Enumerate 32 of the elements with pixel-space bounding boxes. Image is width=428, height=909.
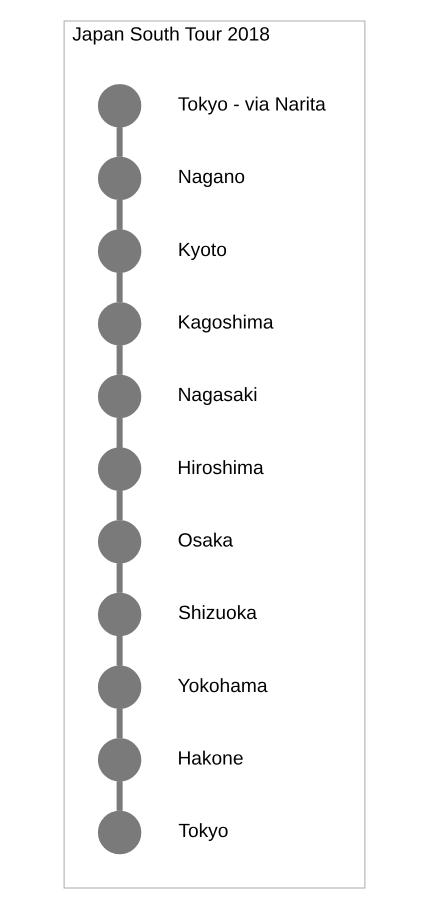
node-circle <box>97 738 141 782</box>
node-label: Tokyo <box>178 821 228 842</box>
node-circle <box>97 229 141 273</box>
node-circle <box>97 810 141 854</box>
node-circle <box>97 302 141 346</box>
node-label: Shizuoka <box>178 603 256 624</box>
node-label: Hiroshima <box>176 458 264 479</box>
connector <box>116 781 122 811</box>
node-label: Kagoshima <box>177 312 274 334</box>
node-circle <box>97 592 141 636</box>
connector <box>116 345 122 375</box>
node-label: Kyoto <box>177 240 226 261</box>
node-circle <box>97 156 141 200</box>
node-label: Nagasaki <box>177 385 257 406</box>
node-circle <box>97 84 141 128</box>
node-circle <box>97 447 141 491</box>
node-label: Nagano <box>177 167 245 188</box>
connector <box>116 708 122 738</box>
node-circle <box>97 520 141 564</box>
node-label: Yokohama <box>177 676 267 697</box>
connector <box>116 200 122 230</box>
connector <box>116 418 122 448</box>
connector <box>116 563 122 593</box>
connector <box>116 127 122 157</box>
connector <box>116 272 122 302</box>
node-label: Hakone <box>176 748 243 770</box>
node-circle <box>97 374 141 418</box>
node-label: Osaka <box>177 530 233 552</box>
connector <box>116 490 122 520</box>
node-circle <box>97 665 141 709</box>
node-label: Tokyo - via Narita <box>177 94 326 116</box>
connector <box>116 636 122 666</box>
